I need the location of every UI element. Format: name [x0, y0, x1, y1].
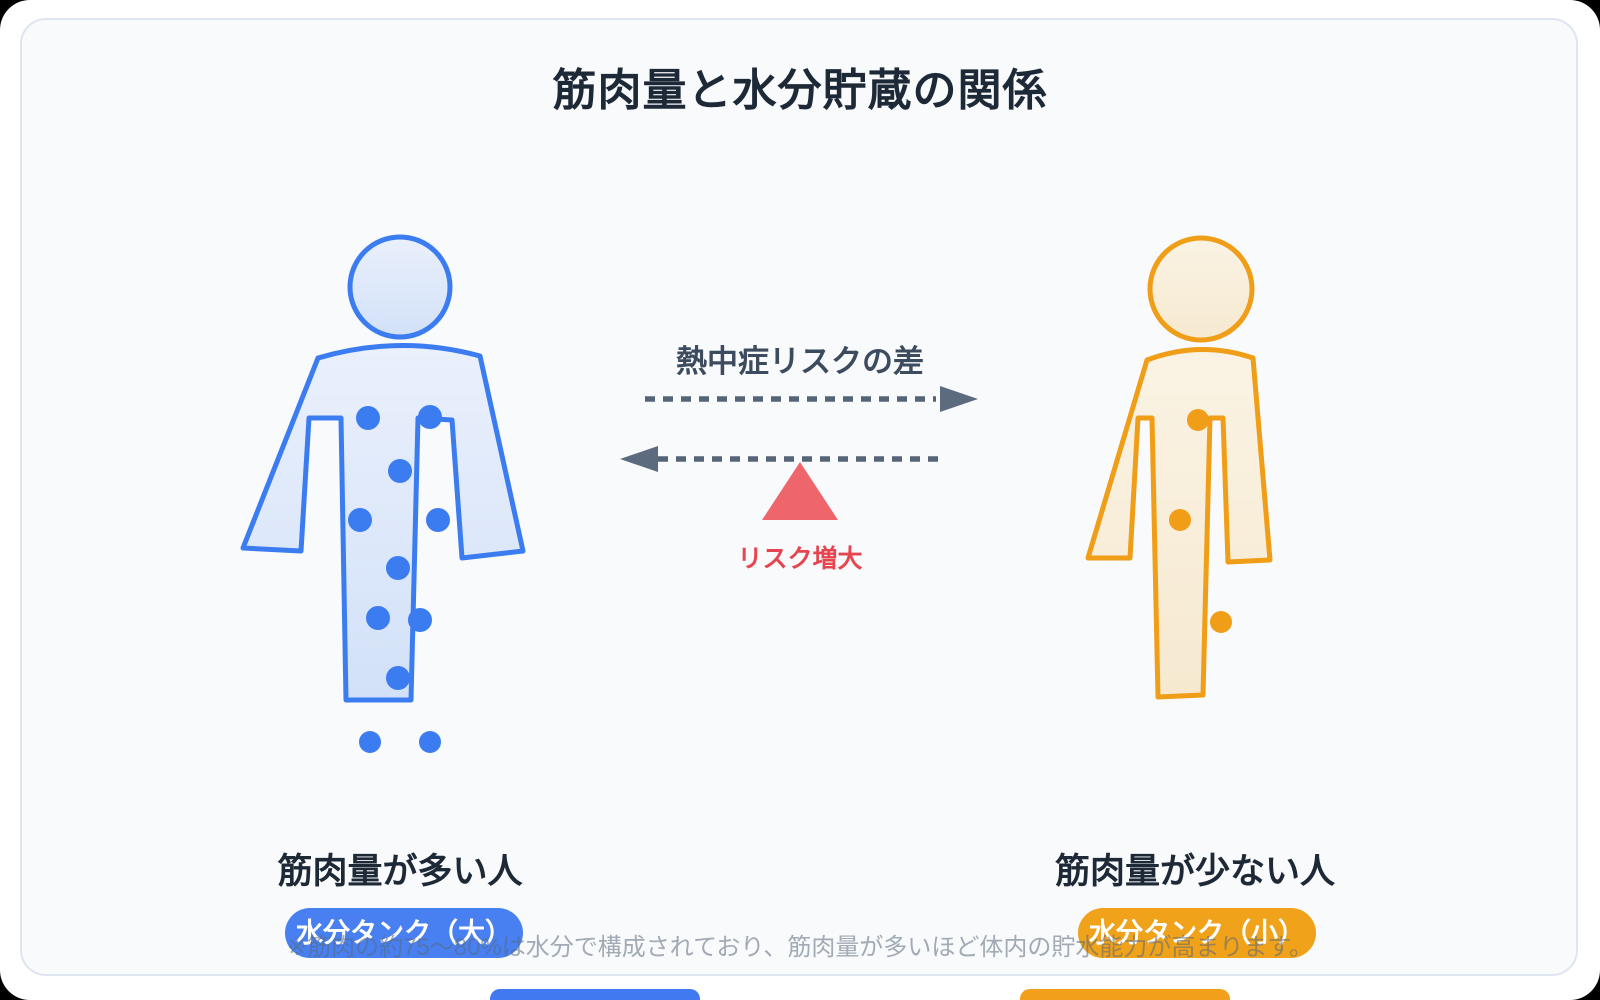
risk-arrows-graphic	[620, 386, 978, 520]
risk-warning-text: リスク増大	[737, 545, 863, 573]
low-muscle-label: 筋肉量が少ない人	[1054, 852, 1335, 891]
water-tank-large-badge: 水分タンク（大）	[285, 908, 523, 958]
risk-axis-label: 熱中症リスクの差	[676, 344, 924, 379]
water-dots	[1169, 409, 1232, 633]
low-muscle-person-figure	[1085, 235, 1273, 700]
partial-orange-card	[1020, 989, 1230, 1000]
high-muscle-label: 筋肉量が多い人	[277, 852, 523, 891]
head	[1147, 235, 1255, 343]
water-tank-small-badge: 水分タンク（小）	[1078, 908, 1316, 958]
risk-triangle-icon	[762, 462, 838, 520]
body	[240, 342, 526, 703]
footnote-text: ※筋肉の約75〜80%は水分で構成されており、筋肉量が多いほど体内の貯水能力が高…	[286, 934, 1314, 961]
head	[347, 234, 453, 340]
water-dots	[348, 405, 450, 753]
high-muscle-person-figure	[240, 234, 526, 753]
partial-blue-card	[490, 989, 700, 1000]
arrow-left-head-icon	[620, 446, 658, 472]
page-title: 筋肉量と水分貯蔵の関係	[552, 66, 1048, 115]
arrow-right-head-icon	[940, 386, 978, 412]
